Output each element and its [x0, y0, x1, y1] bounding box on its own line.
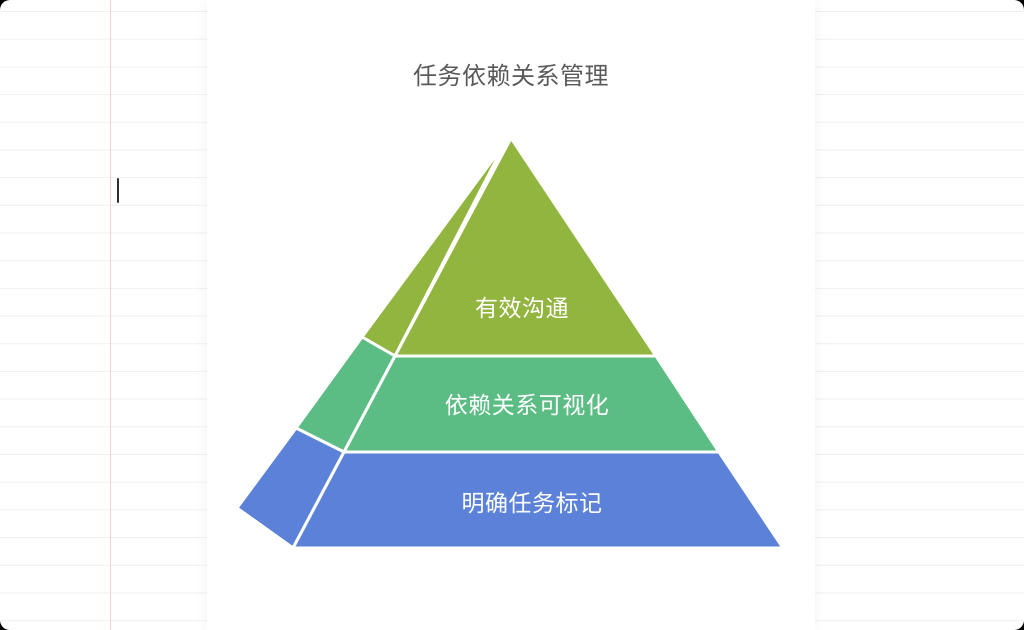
- notebook-margin-line: [110, 0, 111, 630]
- diagram-title[interactable]: 任务依赖关系管理: [413, 63, 609, 90]
- pyramid-front-level-3[interactable]: [290, 450, 786, 550]
- pyramid-label-level-3[interactable]: 明确任务标记: [462, 490, 603, 516]
- pyramid-label-level-2[interactable]: 依赖关系可视化: [445, 392, 610, 418]
- pyramid-label-level-1[interactable]: 有效沟通: [475, 295, 569, 321]
- text-caret: [117, 178, 119, 203]
